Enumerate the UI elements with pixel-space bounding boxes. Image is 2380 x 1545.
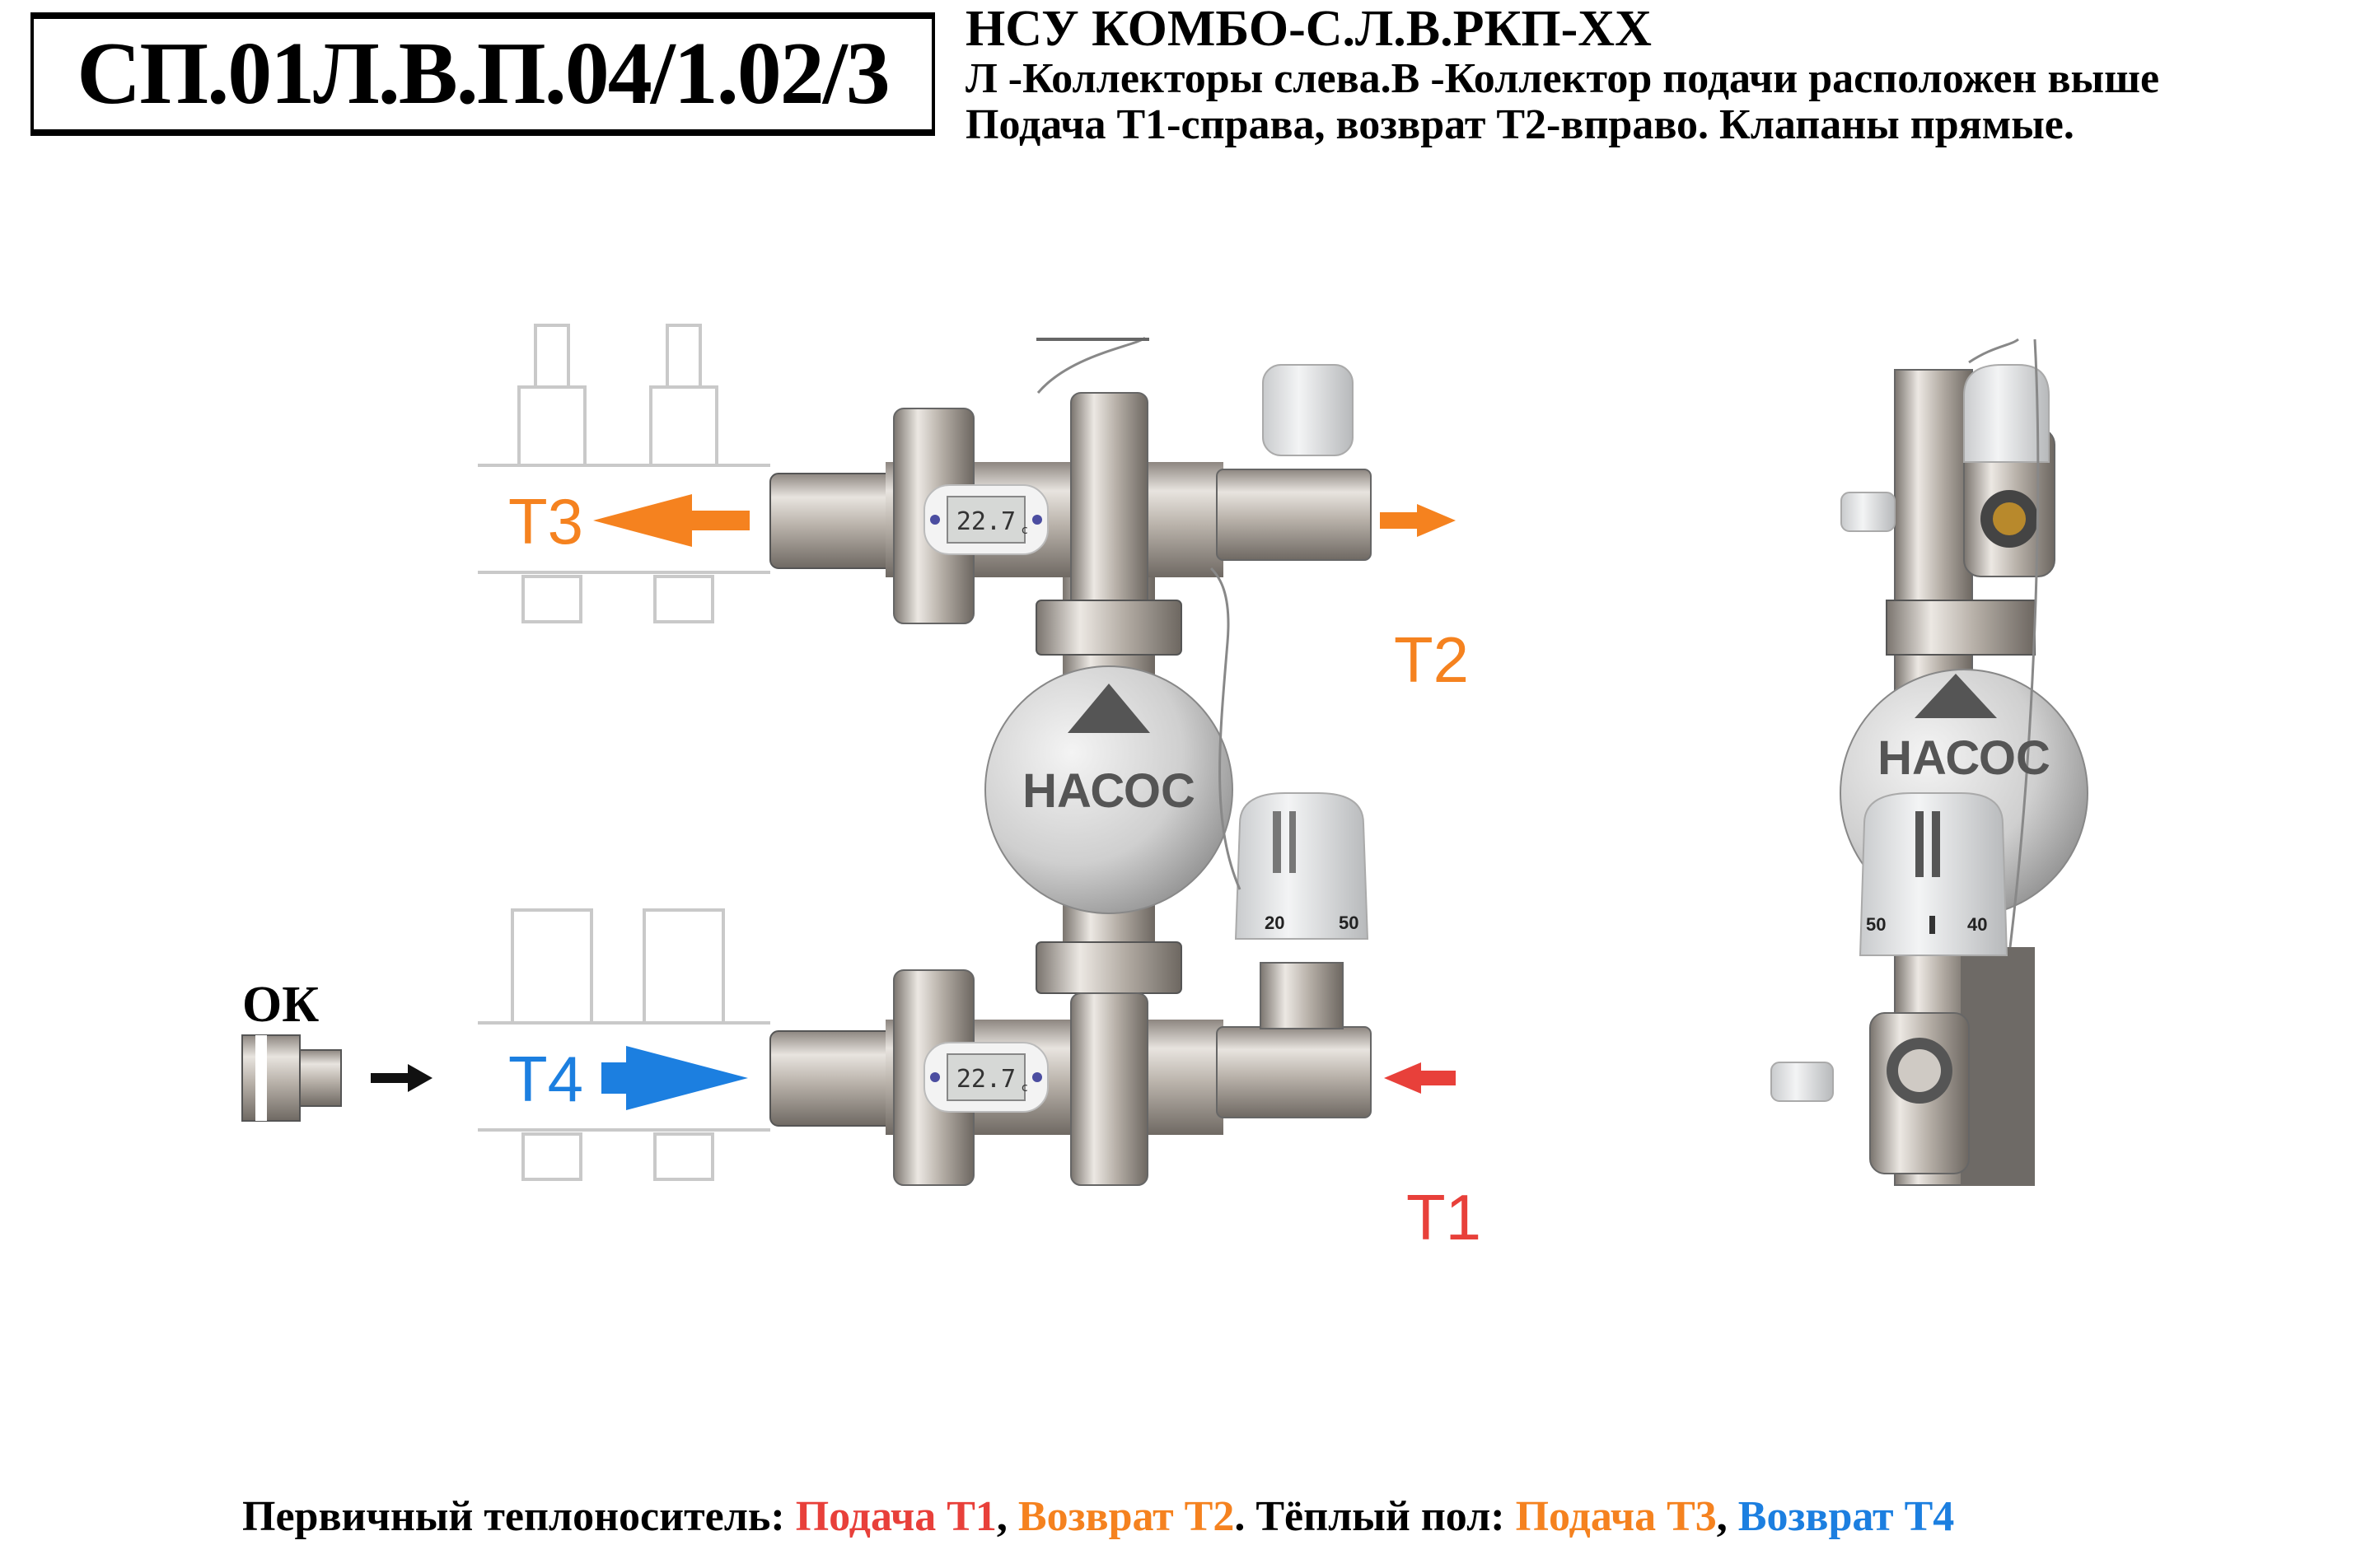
legend-footer: Первичный теплоноситель: Подача Т1, Возв… — [242, 1492, 1954, 1541]
t1-arrow-icon — [1384, 1062, 1456, 1094]
legend-floor-label: . Тёплый пол: — [1234, 1493, 1516, 1540]
thermostat-side-right: 40 — [1967, 914, 1987, 935]
t1-label: T1 — [1406, 1181, 1481, 1253]
check-valve-icon — [241, 1034, 342, 1122]
product-code: СП.01Л.В.П.04/1.02/3 — [77, 25, 891, 123]
pump: НАСОС — [984, 665, 1233, 914]
thermometer-upper-unit: c — [1022, 524, 1028, 537]
side-view: 50 40 НАСОС — [1770, 338, 2088, 1186]
product-title: НСУ КОМБО-С.Л.В.РКП-XX — [966, 1, 1652, 57]
description-line-2: Подача Т1-справа, возврат Т2-вправо. Кла… — [966, 101, 2074, 148]
side-flow-direction-up-icon — [1915, 674, 1997, 718]
thermometer-lower-value: 22.7 — [956, 1065, 1016, 1094]
side-pump-label: НАСОС — [1877, 731, 2050, 785]
legend-return-t2: Возврат Т2 — [1017, 1493, 1235, 1540]
t2-label: T2 — [1394, 623, 1469, 696]
thermostat-front-min: 20 — [1265, 913, 1284, 933]
legend-primary-label: Первичный теплоноситель: — [242, 1493, 796, 1540]
t3-label: T3 — [508, 485, 583, 558]
legend-supply-t3: Подача Т3 — [1515, 1493, 1717, 1540]
ghost-manifold-lower — [478, 908, 770, 1181]
product-code-box: СП.01Л.В.П.04/1.02/3 — [30, 12, 935, 136]
thermostat-front-max: 50 — [1339, 913, 1358, 933]
thermometer-lower-unit: c — [1022, 1081, 1028, 1095]
pump-label: НАСОС — [1022, 764, 1195, 818]
upper-collector: 22.7 c — [769, 336, 1372, 988]
flow-direction-up-icon — [1068, 684, 1150, 733]
t4-label: T4 — [508, 1043, 583, 1115]
legend-return-t4: Возврат Т4 — [1737, 1493, 1955, 1540]
lower-collector: 20 50 22.7 c — [769, 567, 1372, 1186]
t3-arrow-icon — [593, 494, 750, 547]
ghost-manifold-upper — [478, 324, 770, 623]
t4-arrow-icon — [601, 1046, 748, 1110]
thermostat-side-left: 50 — [1866, 914, 1886, 935]
legend-supply-t1: Подача Т1 — [795, 1493, 997, 1540]
ok-arrow-icon — [371, 1064, 433, 1092]
thermometer-upper-value: 22.7 — [956, 507, 1016, 536]
ok-label: ОК — [242, 977, 319, 1033]
description-line-1: Л -Коллекторы слева.В -Коллектор подачи … — [966, 55, 2160, 102]
t2-arrow-icon — [1380, 504, 1456, 537]
legend-separator: , — [1716, 1493, 1738, 1540]
legend-separator: , — [996, 1493, 1018, 1540]
thermostatic-head-lower — [1234, 792, 1369, 940]
thermostatic-head-upper — [1262, 364, 1354, 456]
